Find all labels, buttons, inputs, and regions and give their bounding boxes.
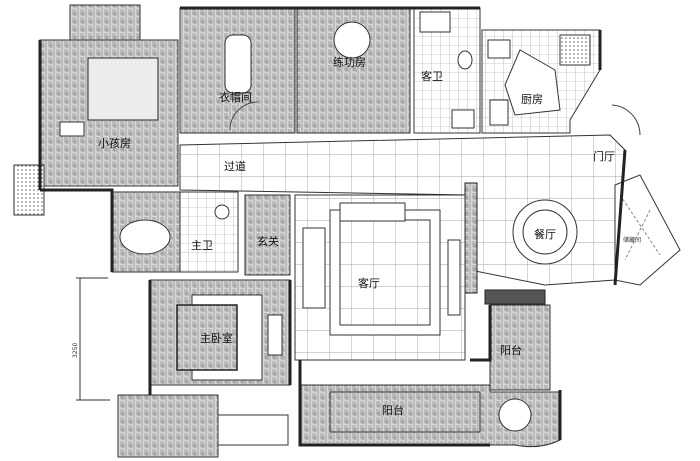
- room-master-bath: 主卫: [111, 191, 239, 273]
- room-kids-room: 小孩房: [13, 4, 179, 216]
- label-living: 客厅: [358, 276, 380, 290]
- label-storage: 储藏间: [623, 236, 641, 244]
- label-closet: 衣帽间: [219, 90, 252, 104]
- label-kids-room: 小孩房: [98, 137, 131, 150]
- room-corridor: 过道 门厅: [179, 104, 641, 286]
- exterior-wall: [38, 6, 627, 447]
- room-guest-bath: 客卫: [413, 7, 481, 134]
- room-dining: 餐厅: [464, 182, 578, 305]
- label-foyer: 门厅: [593, 149, 615, 163]
- room-master-bedroom: 主卧室: [149, 279, 291, 386]
- label-master-bath: 主卫: [191, 239, 213, 252]
- dimension-line: 3250: [72, 277, 110, 401]
- room-storage: 储藏间: [614, 174, 681, 286]
- label-corridor: 过道: [224, 159, 246, 173]
- label-master-bedroom: 主卧室: [200, 331, 233, 345]
- balcony-bottom-left: [117, 394, 289, 458]
- label-practice-room: 练功房: [333, 55, 366, 69]
- balcony-bottom: 阳台: [299, 384, 561, 448]
- label-balcony-bottom: 阳台: [382, 403, 404, 417]
- label-entry: 玄关: [257, 234, 279, 248]
- room-entry: 玄关: [244, 194, 291, 276]
- room-kitchen: 厨房: [481, 29, 601, 134]
- label-dining: 餐厅: [534, 227, 556, 241]
- balcony-right: 阳台: [489, 304, 551, 391]
- label-kitchen: 厨房: [521, 93, 543, 106]
- label-balcony-right: 阳台: [500, 343, 522, 357]
- dimension-3250: 3250: [72, 343, 79, 358]
- room-practice: 练功房: [296, 7, 411, 134]
- label-guest-bath: 客卫: [421, 69, 443, 83]
- room-closet: 衣帽间: [179, 7, 296, 134]
- room-living: 客厅: [294, 194, 466, 361]
